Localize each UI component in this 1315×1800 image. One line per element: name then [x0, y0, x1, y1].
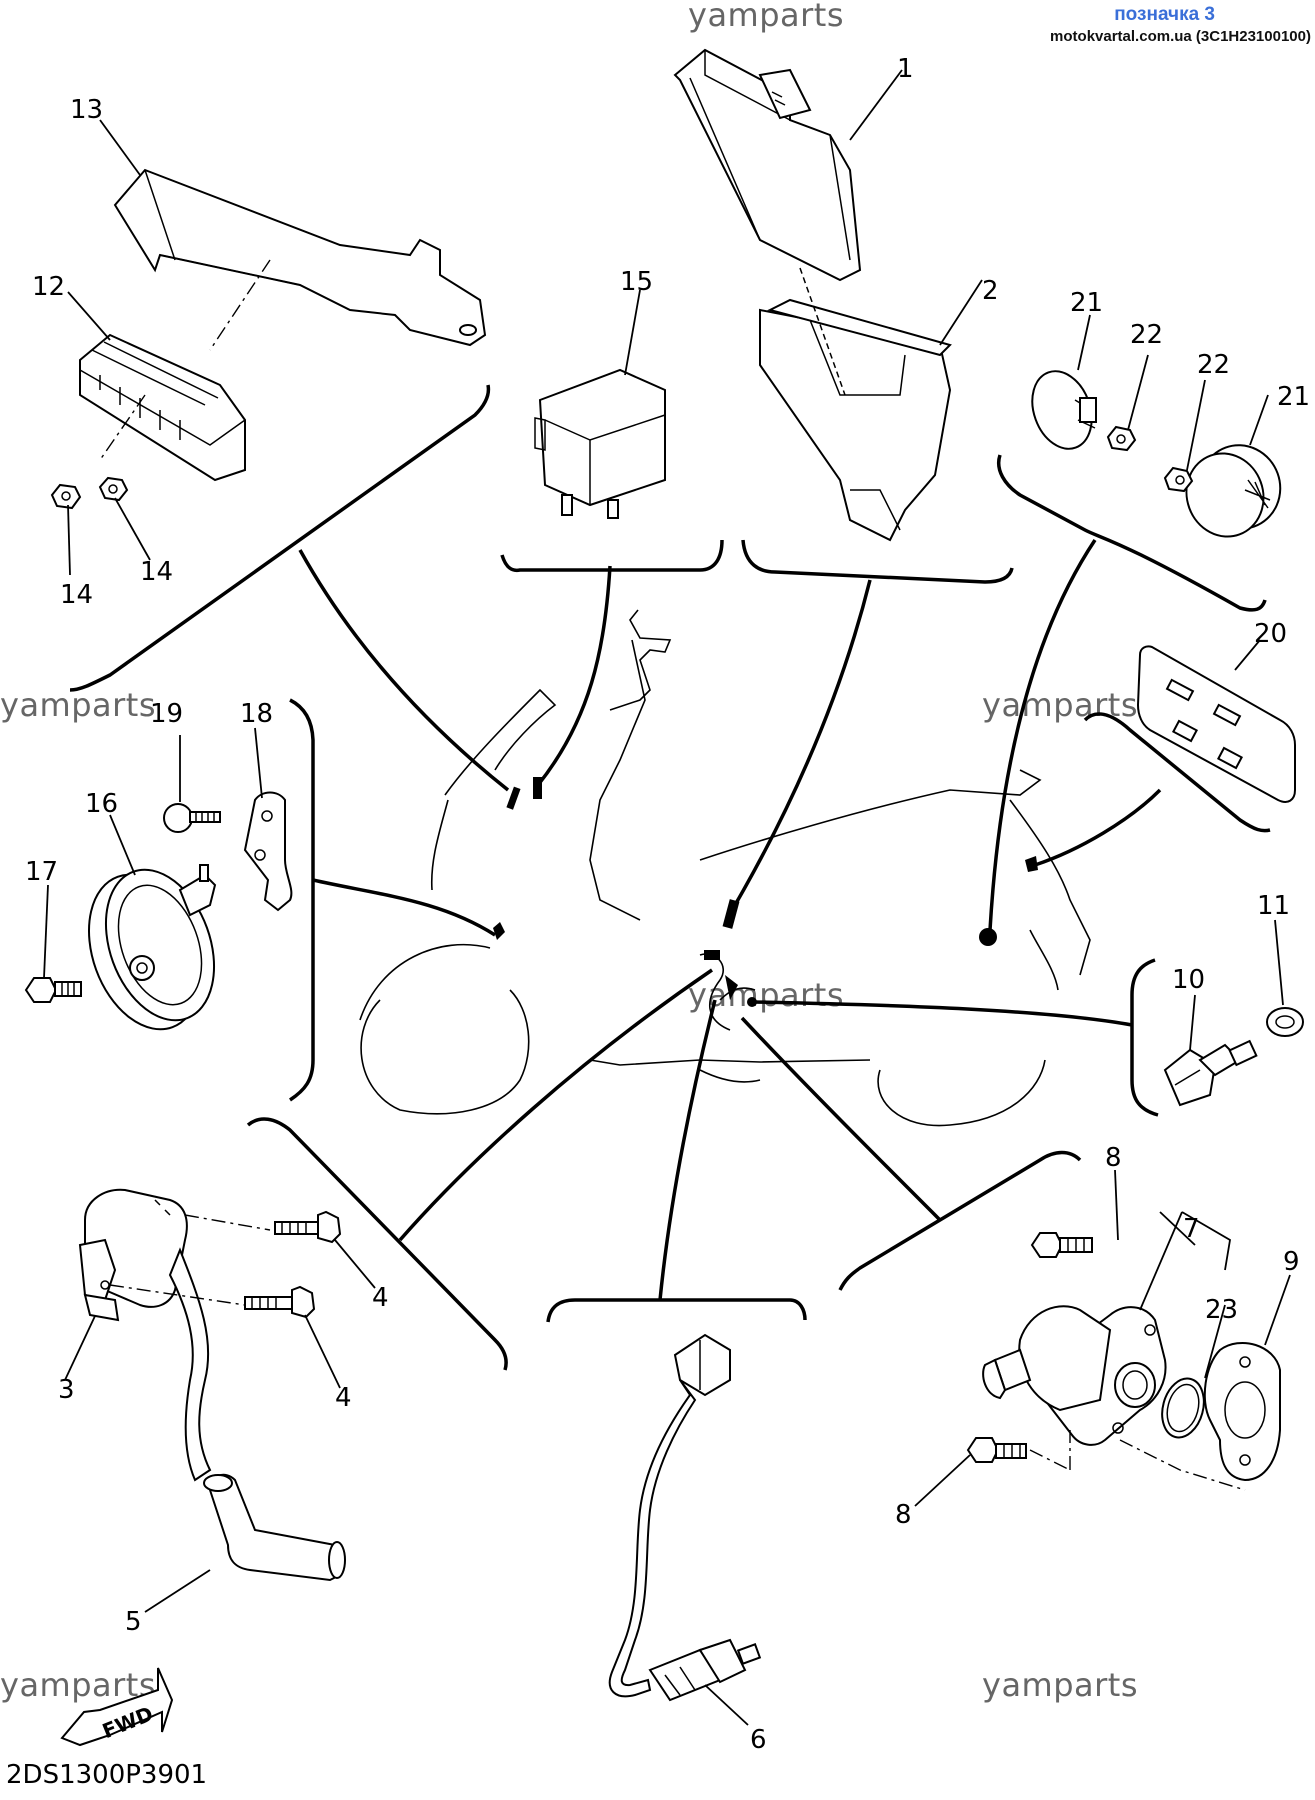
horn	[87, 864, 217, 1031]
callout-21: 21	[1277, 382, 1310, 412]
motorcycle-outline	[359, 609, 1091, 1127]
group-leader	[298, 549, 510, 792]
nut	[50, 476, 129, 510]
group-leader	[733, 579, 872, 906]
callout-12: 12	[32, 272, 65, 302]
group-leader	[536, 565, 612, 787]
callout-leaders	[43, 69, 1291, 1726]
bolt	[163, 803, 221, 833]
cover-cap	[1031, 370, 1282, 538]
watermark: yamparts	[982, 1666, 1139, 1704]
ecu-unit	[673, 48, 862, 282]
callout-15: 15	[620, 267, 653, 297]
callout-14: 14	[60, 580, 93, 610]
watermark: yamparts	[0, 686, 157, 724]
group-bracket	[997, 454, 1267, 612]
callout-4: 4	[372, 1283, 389, 1313]
callout-19: 19	[150, 699, 183, 729]
bolt	[24, 977, 82, 1003]
callout-14: 14	[140, 557, 173, 587]
watermark: yamparts	[688, 0, 845, 34]
ignition-coil	[78, 1188, 271, 1482]
bolt	[966, 1232, 1246, 1491]
washer	[1266, 1007, 1304, 1037]
callout-8: 8	[895, 1500, 912, 1530]
callout-7: 7	[1183, 1214, 1200, 1244]
callout-3: 3	[58, 1375, 75, 1405]
nut	[1106, 425, 1194, 493]
callout-9: 9	[1283, 1247, 1300, 1277]
group-bracket	[1130, 958, 1159, 1117]
ecu-bracket	[759, 267, 952, 542]
group-leader	[398, 968, 713, 1242]
callout-20: 20	[1254, 619, 1287, 649]
idle-speed-control	[982, 1305, 1167, 1446]
callout-17: 17	[25, 857, 58, 887]
horn-bracket	[243, 791, 293, 912]
cover-plate	[1136, 645, 1296, 803]
group-bracket	[69, 384, 491, 692]
throttle-body-outline	[699, 953, 731, 1031]
callout-16: 16	[85, 789, 118, 819]
connector-mark	[725, 975, 738, 1000]
callout-6: 6	[750, 1725, 767, 1755]
callout-21: 21	[1070, 288, 1103, 318]
spark-plug-cap	[203, 1473, 346, 1582]
group-leader	[312, 878, 496, 937]
callout-4: 4	[335, 1383, 352, 1413]
callout-1: 1	[897, 54, 914, 84]
connector-mark	[506, 786, 521, 810]
callout-18: 18	[240, 699, 273, 729]
group-leader	[988, 539, 1097, 931]
oxygen-sensor	[608, 1333, 762, 1702]
connector-mark	[1025, 856, 1038, 872]
group-bracket	[1083, 712, 1271, 833]
callout-8: 8	[1105, 1143, 1122, 1173]
callout-23: 23	[1205, 1295, 1238, 1325]
connector-mark	[704, 950, 720, 960]
mounting-bracket	[113, 168, 487, 351]
callout-10: 10	[1172, 965, 1205, 995]
group-leader	[754, 1000, 1133, 1027]
relay	[534, 368, 666, 519]
group-leader	[740, 1016, 942, 1222]
temperature-sensor	[1163, 1039, 1258, 1107]
callout-11: 11	[1257, 891, 1290, 921]
group-leader	[658, 999, 717, 1301]
group-bracket	[741, 539, 1014, 584]
watermark: yamparts	[0, 1666, 157, 1704]
group-bracket	[246, 1117, 508, 1371]
bolt	[244, 1210, 342, 1319]
group-bracket	[289, 698, 315, 1102]
rectifier-regulator	[79, 333, 246, 482]
group-leader	[1034, 788, 1162, 867]
gasket	[1203, 1341, 1281, 1482]
callout-22: 22	[1130, 320, 1163, 350]
o-ring	[1161, 1377, 1205, 1439]
callout-5: 5	[125, 1607, 142, 1637]
group-bracket	[500, 539, 724, 573]
callout-22: 22	[1197, 350, 1230, 380]
callout-numbers: 1 2 3 4 4 5 6 7 8 8 9 10 11 12 13 14 14 …	[25, 54, 1310, 1755]
group-bracket	[838, 1150, 1082, 1291]
callout-2: 2	[982, 276, 999, 306]
connector-dot	[747, 997, 757, 1007]
forward-arrow-icon: FWD	[60, 1667, 174, 1747]
connector-mark	[722, 899, 740, 929]
group-bracket	[546, 1298, 807, 1323]
header-source: motokvartal.com.ua (3C1H23100100)	[1050, 28, 1311, 45]
diagram-code: 2DS1300P3901	[6, 1760, 208, 1790]
connector-mark	[493, 922, 505, 940]
connector-mark	[533, 777, 542, 799]
header-tag: позначка 3	[1114, 4, 1215, 25]
callout-13: 13	[70, 95, 103, 125]
connector-dot	[979, 928, 997, 946]
